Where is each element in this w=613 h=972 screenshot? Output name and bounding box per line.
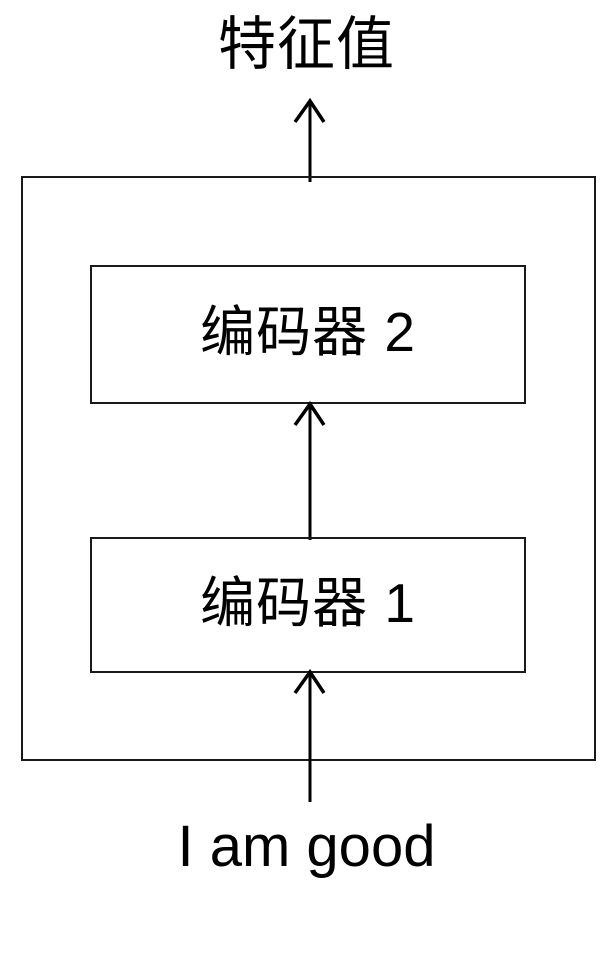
encoder-1-box[interactable]: 编码器 1 (90, 537, 526, 673)
model-container-box (21, 176, 596, 761)
output-label: 特征值 (217, 12, 395, 77)
input-label: I am good (177, 814, 436, 879)
arrow-encoder2-to-output-icon (286, 96, 334, 182)
encoder-1-label: 编码器 1 (200, 571, 416, 634)
encoder-2-box[interactable]: 编码器 2 (90, 265, 526, 404)
encoder-2-label: 编码器 2 (200, 301, 416, 363)
